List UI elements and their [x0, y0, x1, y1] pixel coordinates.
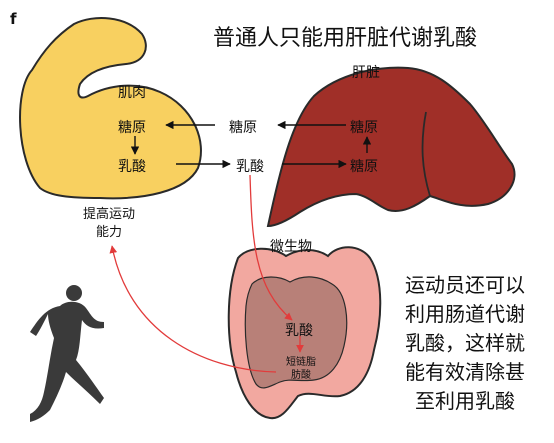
performance-label: 提高运动 能力 — [72, 206, 146, 242]
side-note-line-1: 运动员还可以 — [405, 273, 525, 297]
gut-label: 微生物 — [270, 239, 312, 255]
performance-label-line-1: 提高运动 — [82, 207, 135, 222]
gut-lactate-label: 乳酸 — [285, 323, 313, 339]
muscle-arm-shape — [19, 17, 202, 200]
liver-glycogen-label: 糖原 — [350, 120, 378, 136]
red-arrow-scfa-to-performance — [109, 245, 277, 373]
scfa-label-line-2: 肪酸 — [291, 370, 311, 381]
liver-shape — [266, 66, 516, 228]
liver-lobe-line — [421, 111, 431, 197]
side-note-line-4: 能有效清除甚 — [405, 360, 525, 384]
gut-inner-shape — [244, 276, 348, 389]
blood-glycogen-label: 糖原 — [229, 120, 257, 136]
panel-letter: f — [10, 10, 17, 28]
blood-lactate-label: 乳酸 — [236, 159, 264, 175]
muscle-lactate-label: 乳酸 — [118, 159, 146, 175]
side-note-line-5: 至利用乳酸 — [415, 389, 515, 413]
side-note-line-3: 乳酸，这样就 — [405, 331, 525, 355]
scfa-label: 短链脂 肪酸 — [282, 356, 320, 382]
figure-title: 普通人只能用肝脏代谢乳酸 — [213, 26, 478, 51]
side-note-line-2: 利用肠道代谢 — [405, 302, 525, 326]
red-arrow-lactate-to-gut — [249, 174, 293, 321]
performance-label-line-2: 能力 — [95, 225, 122, 240]
muscle-label: 肌肉 — [118, 85, 146, 101]
liver-sugar-label: 糖原 — [350, 159, 378, 175]
liver-label: 肝脏 — [352, 65, 380, 81]
scfa-label-line-1: 短链脂 — [286, 357, 316, 368]
side-note: 运动员还可以 利用肠道代谢 乳酸，这样就 能有效清除甚 至利用乳酸 — [385, 271, 545, 416]
runner-silhouette — [30, 285, 104, 422]
muscle-glycogen-label: 糖原 — [118, 120, 146, 136]
